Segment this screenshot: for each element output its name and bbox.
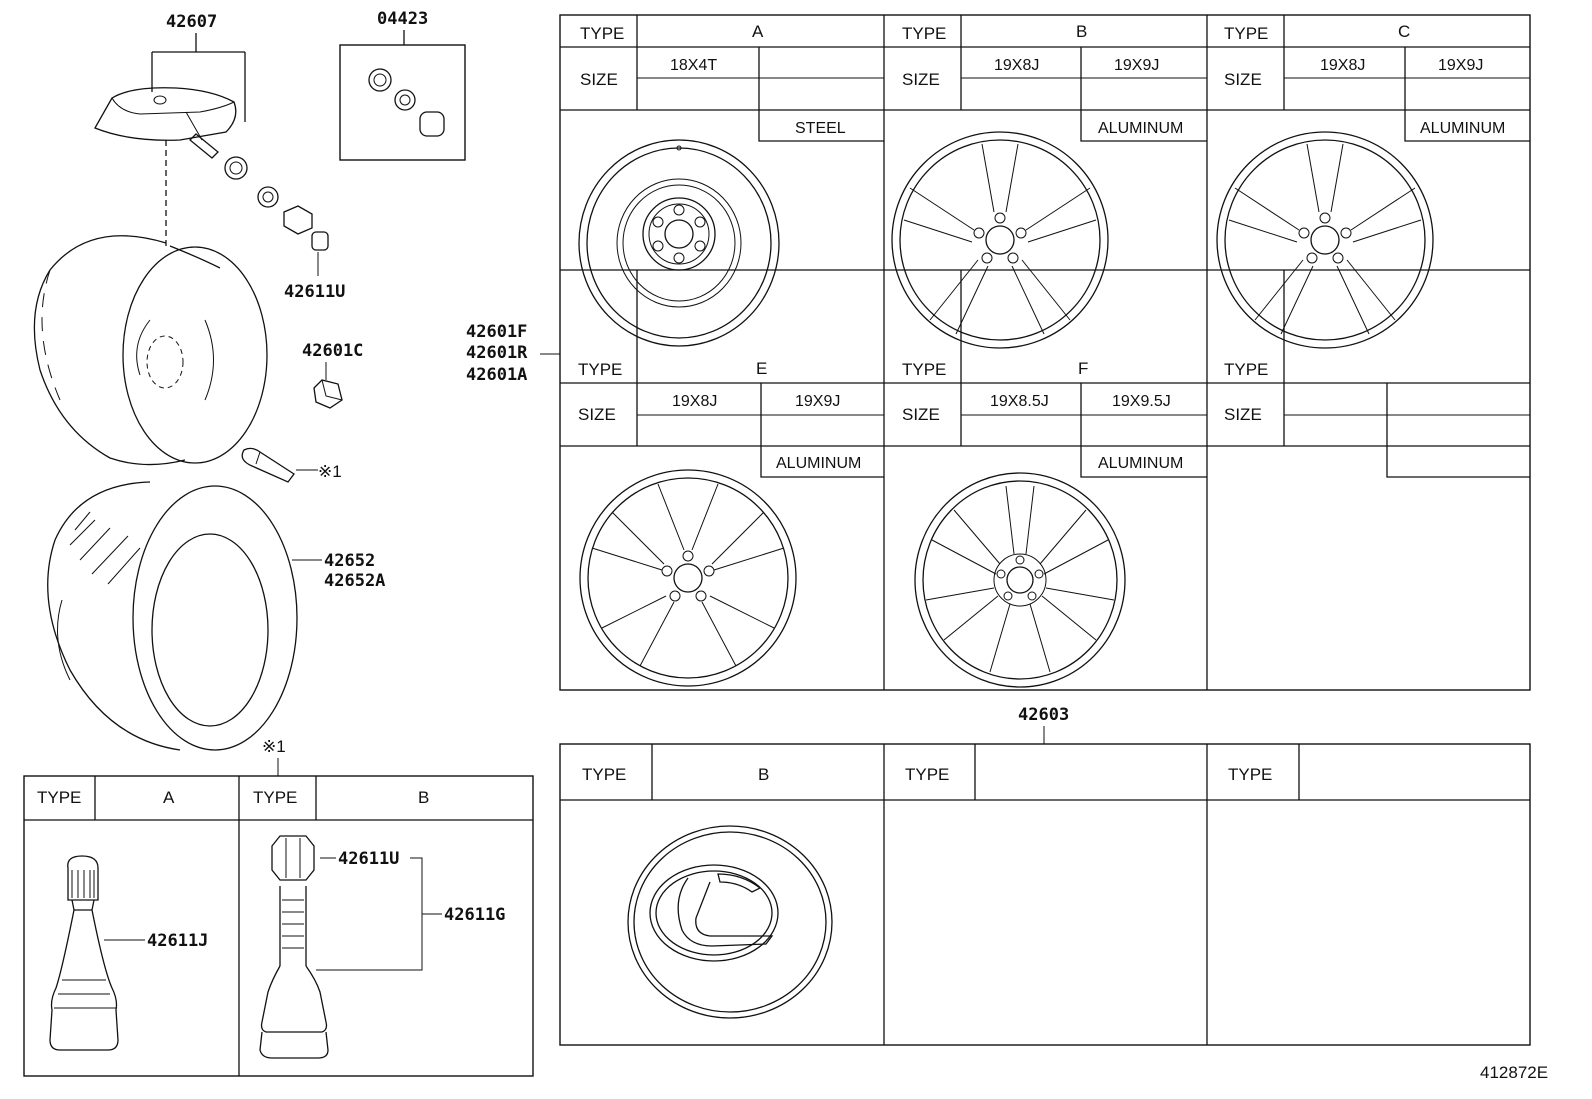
part-label-valve-assy-b[interactable]: 42611G xyxy=(444,905,505,925)
wheel-type-label-e: TYPE xyxy=(578,360,622,379)
wheel-size-label-b: SIZE xyxy=(902,70,940,89)
wheel-size-label-empty: SIZE xyxy=(1224,405,1262,424)
ornament-type-label-2: TYPE xyxy=(905,765,949,784)
valve-assy-bracket xyxy=(316,857,423,971)
steel-wheel-icon[interactable] xyxy=(578,139,780,347)
lexus-ornament-icon[interactable] xyxy=(627,825,833,1019)
aluminum-wheel-c-icon[interactable] xyxy=(1216,131,1434,349)
valve-table xyxy=(23,775,534,1077)
ornament-type-label-1: TYPE xyxy=(582,765,626,784)
wheel-type-label-a: TYPE xyxy=(580,24,624,43)
wheel-size-label-f: SIZE xyxy=(902,405,940,424)
wheel-type-b: B xyxy=(1076,22,1087,41)
part-label-valve-snap[interactable]: 42611J xyxy=(147,931,208,951)
valve-cap-icon xyxy=(311,231,329,251)
clamp-in-valve-icon[interactable] xyxy=(259,835,329,1059)
wheel-nut-icon[interactable] xyxy=(313,379,343,409)
wheel-size-e-1: 19X8J xyxy=(672,393,717,410)
part-label-tire-2[interactable]: 42652A xyxy=(324,571,385,591)
valve-type-label-b: TYPE xyxy=(253,788,297,807)
note-ref-1: ※1 xyxy=(318,462,342,481)
valve-kit-parts-icon[interactable] xyxy=(368,68,445,137)
tpms-sensor-icon[interactable] xyxy=(94,87,237,159)
part-label-valve-kit[interactable]: 04423 xyxy=(377,9,428,29)
valve-type-label-a: TYPE xyxy=(37,788,81,807)
part-label-cap[interactable]: 42611U xyxy=(284,282,345,302)
aluminum-wheel-f-icon[interactable] xyxy=(914,472,1126,688)
sensor-bracket xyxy=(151,33,246,122)
part-label-tire-1[interactable]: 42652 xyxy=(324,551,375,571)
part-label-wheel-3[interactable]: 42601A xyxy=(466,365,527,385)
wheel-size-label-a: SIZE xyxy=(580,70,618,89)
wheel-size-label-c: SIZE xyxy=(1224,70,1262,89)
wheel-size-b-2: 19X9J xyxy=(1114,57,1159,74)
wheel-type-c: C xyxy=(1398,22,1410,41)
valve-washer-icon xyxy=(257,186,279,208)
valve-table-note-ref: ※1 xyxy=(262,737,286,756)
wheel-size-b-1: 19X8J xyxy=(994,57,1039,74)
aluminum-wheel-b-icon[interactable] xyxy=(891,131,1109,349)
wheel-material-f: ALUMINUM xyxy=(1098,455,1183,472)
ornament-table xyxy=(559,743,1531,1046)
ornament-type-label-3: TYPE xyxy=(1228,765,1272,784)
aluminum-wheel-e-icon[interactable] xyxy=(579,469,797,687)
wheel-material-a: STEEL xyxy=(795,120,846,137)
wheel-type-label-empty: TYPE xyxy=(1224,360,1268,379)
wheel-type-f: F xyxy=(1078,359,1088,378)
wheel-material-b: ALUMINUM xyxy=(1098,120,1183,137)
wheel-type-label-b: TYPE xyxy=(902,24,946,43)
part-label-sensor[interactable]: 42607 xyxy=(166,12,217,32)
valve-nut-icon xyxy=(283,205,313,235)
tire-icon[interactable] xyxy=(47,481,298,751)
wheel-size-f-2: 19X9.5J xyxy=(1112,393,1171,410)
wheel-table xyxy=(559,14,1531,691)
part-label-wheel-2[interactable]: 42601R xyxy=(466,343,528,363)
figure-id: 412872E xyxy=(1480,1063,1548,1082)
part-label-ornament[interactable]: 42603 xyxy=(1018,705,1069,725)
wheel-size-c-1: 19X8J xyxy=(1320,57,1365,74)
part-label-valve-cap-b[interactable]: 42611U xyxy=(338,849,399,869)
ornament-type-1: B xyxy=(758,765,769,784)
wheel-type-label-f: TYPE xyxy=(902,360,946,379)
snap-in-valve-icon[interactable] xyxy=(49,855,119,1051)
valve-stem-icon[interactable] xyxy=(241,447,295,483)
wheel-material-e: ALUMINUM xyxy=(776,455,861,472)
wheel-size-c-2: 19X9J xyxy=(1438,57,1483,74)
wheel-size-a-1: 18X4T xyxy=(670,57,717,74)
valve-type-b: B xyxy=(418,788,429,807)
valve-type-a: A xyxy=(163,788,175,807)
wheel-assembly-icon xyxy=(33,235,268,466)
valve-grommet-icon xyxy=(224,156,248,180)
wheel-type-label-c: TYPE xyxy=(1224,24,1268,43)
wheel-material-c: ALUMINUM xyxy=(1420,120,1505,137)
part-label-wheel-1[interactable]: 42601F xyxy=(466,322,527,342)
wheel-size-f-1: 19X8.5J xyxy=(990,393,1049,410)
wheel-type-e: E xyxy=(756,359,767,378)
wheel-size-e-2: 19X9J xyxy=(795,393,840,410)
wheel-type-a: A xyxy=(752,22,764,41)
valve-kit-box xyxy=(339,44,466,161)
wheel-size-label-e: SIZE xyxy=(578,405,616,424)
part-label-nut[interactable]: 42601C xyxy=(302,341,363,361)
